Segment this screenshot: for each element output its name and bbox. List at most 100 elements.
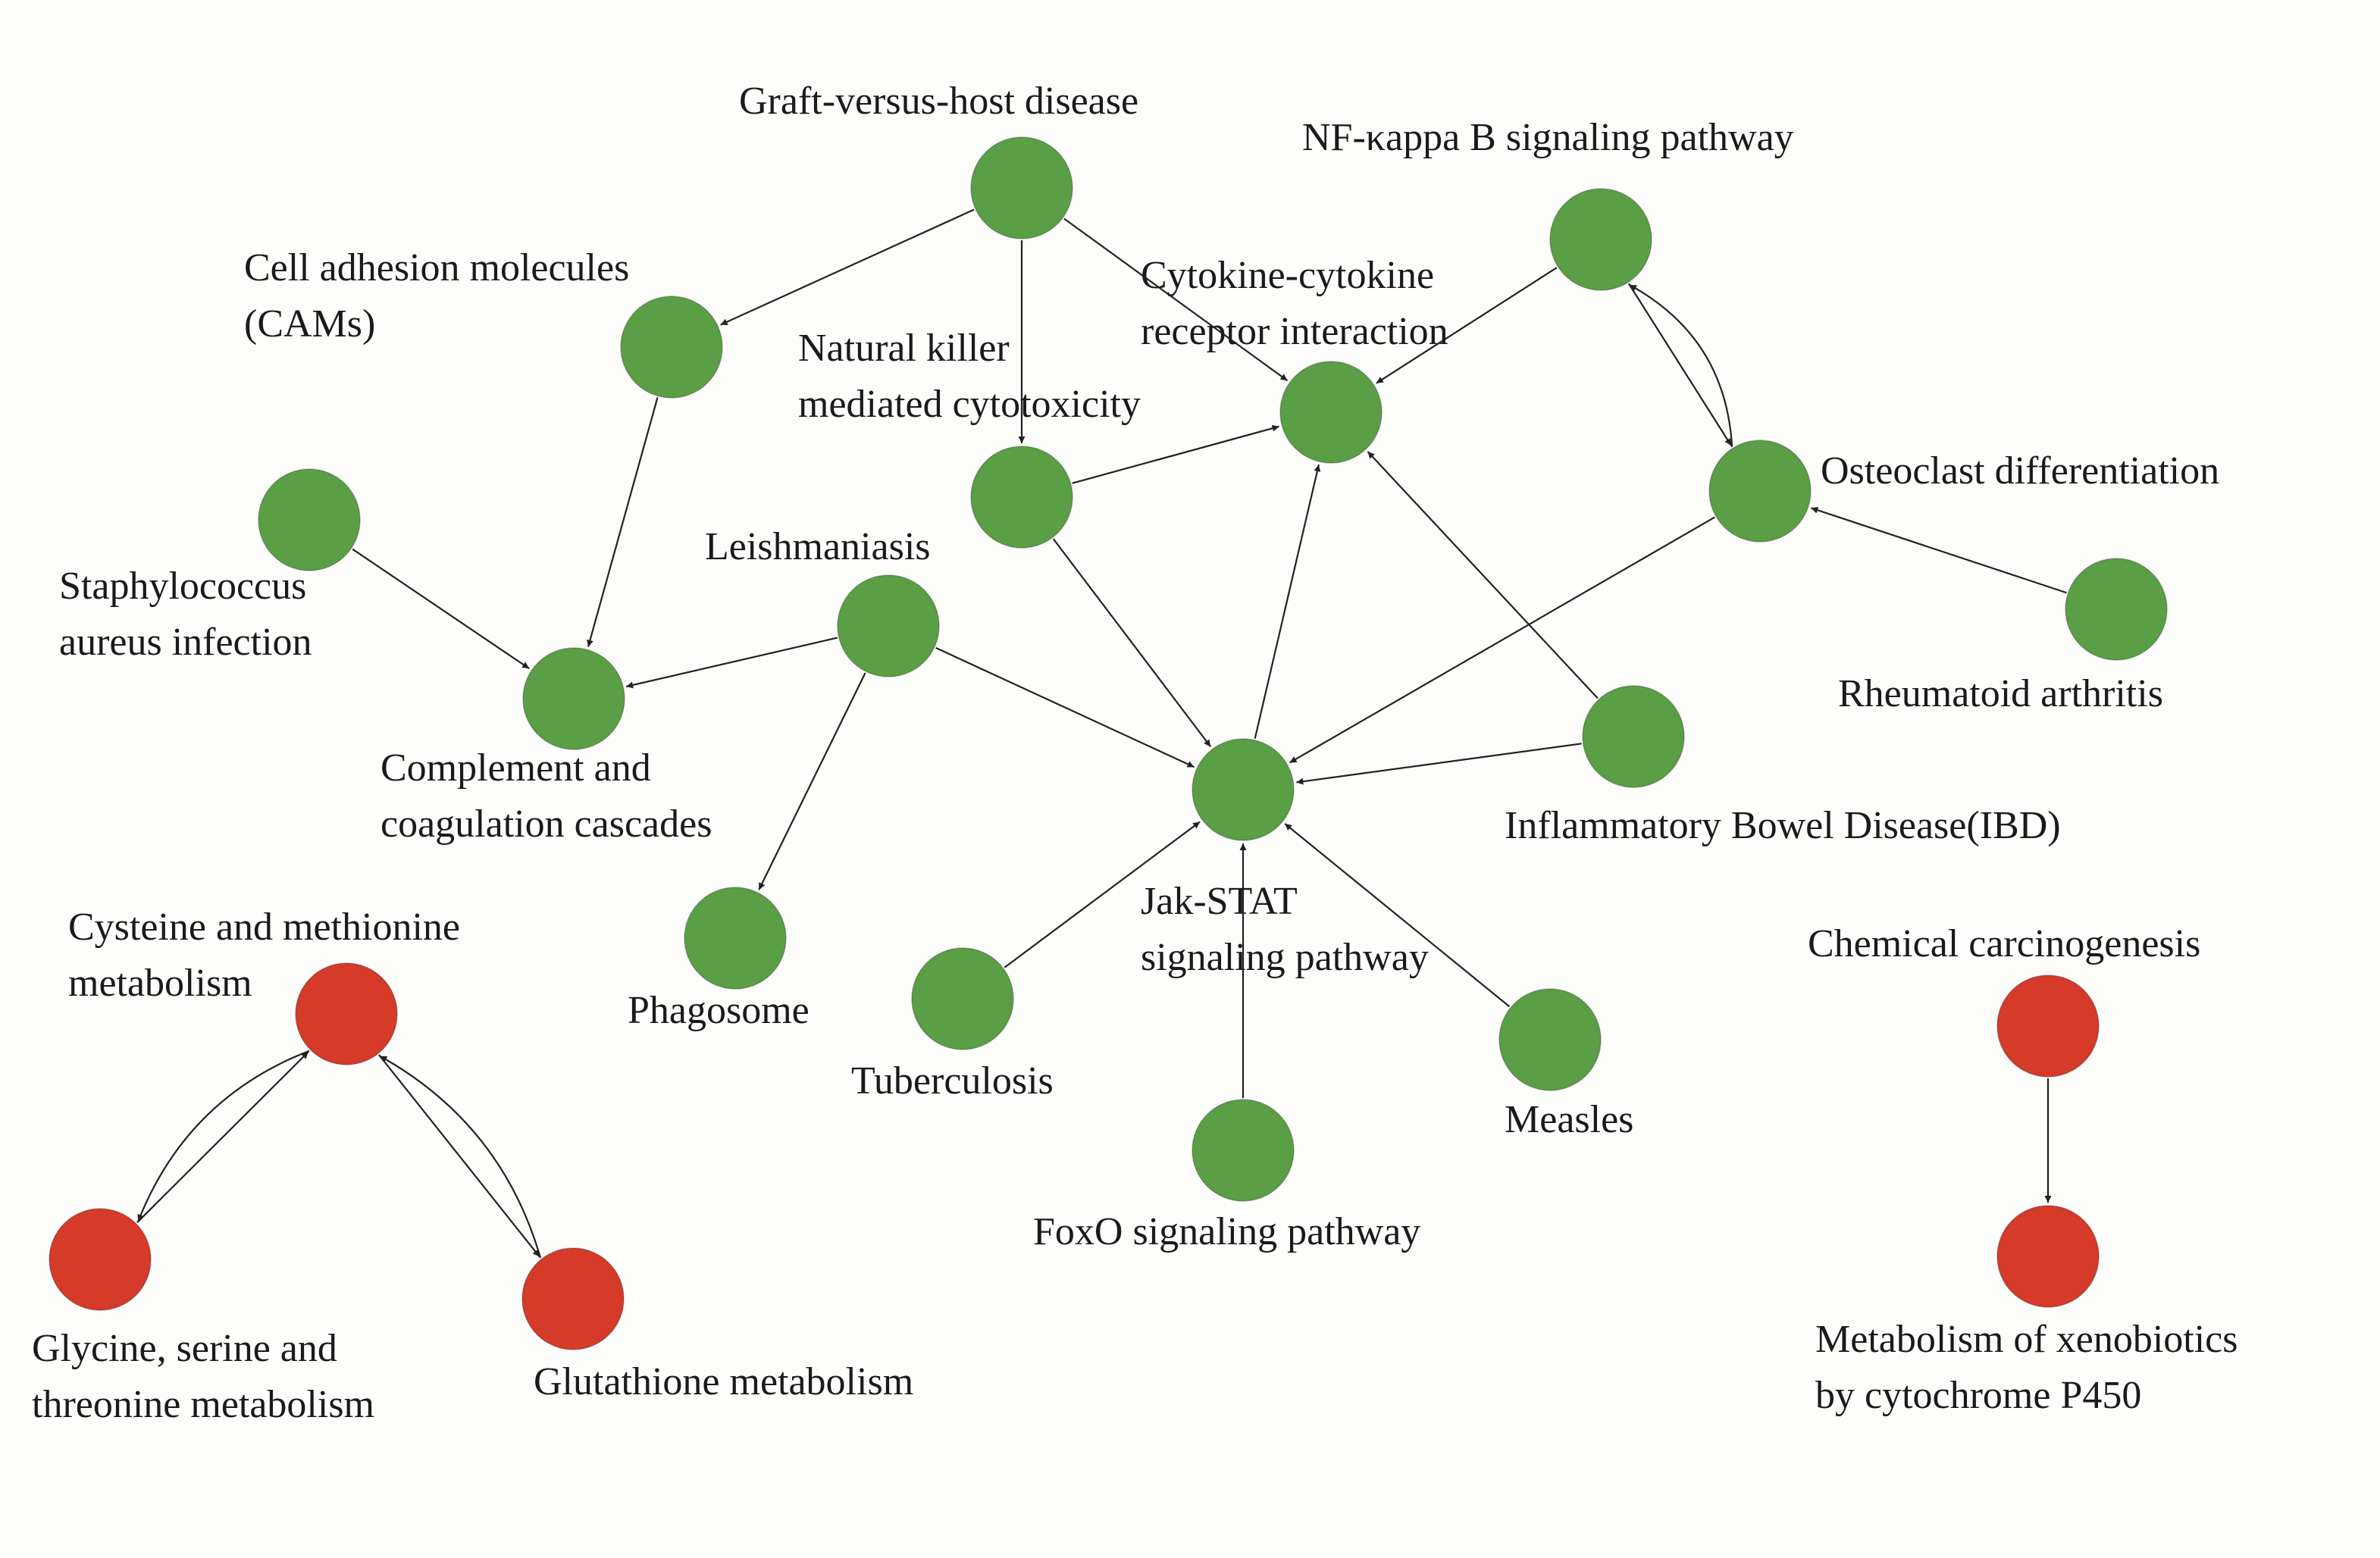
node-label-ra: Rheumatoid arthritis xyxy=(1838,672,2163,715)
node-label-gly: Glycine, serine and threonine metabolism xyxy=(32,1327,374,1426)
edge-nk-to-cytokine xyxy=(1072,424,1279,484)
edge-gly-to-cysmet xyxy=(136,1051,309,1224)
node-label-line: Graft-versus-host disease xyxy=(739,80,1138,123)
node-label-line: mediated cytotoxicity xyxy=(798,383,1141,426)
node-staph[interactable] xyxy=(258,468,361,571)
node-label-measles: Measles xyxy=(1505,1098,1633,1141)
node-label-line: Staphylococcus xyxy=(59,565,306,608)
edge-leish-to-jakstat xyxy=(935,646,1195,768)
node-label-line: by cytochrome P450 xyxy=(1815,1374,2141,1417)
node-label-line: Measles xyxy=(1505,1098,1633,1141)
edge-tb-to-jakstat xyxy=(1004,821,1201,968)
nodes-layer xyxy=(49,136,2168,1350)
node-label-line: metabolism xyxy=(68,962,252,1005)
edge-osteo-to-nfkb xyxy=(1629,284,1733,447)
edge-ibd-to-cytokine xyxy=(1367,451,1599,699)
node-label-line: Glutathione metabolism xyxy=(534,1360,913,1403)
node-label-line: Osteoclast differentiation xyxy=(1821,449,2219,493)
node-label-line: Metabolism of xenobiotics xyxy=(1815,1318,2238,1361)
edge-ra-to-osteo xyxy=(1811,506,2067,594)
node-phago[interactable] xyxy=(684,887,787,990)
edge-nfkb-to-osteo xyxy=(1627,283,1732,446)
node-nk[interactable] xyxy=(970,446,1073,549)
edge-glut-to-cysmet xyxy=(379,1055,542,1259)
edge-nk-to-jakstat xyxy=(1052,538,1212,748)
node-label-line: Cytokine-cytokine xyxy=(1141,254,1434,297)
node-label-line: aureus infection xyxy=(59,621,312,664)
edge-nfkb-to-cytokine xyxy=(1376,267,1558,384)
edge-leish-to-phago xyxy=(758,672,866,890)
node-label-line: signaling pathway xyxy=(1141,936,1429,979)
node-gly[interactable] xyxy=(49,1208,152,1311)
node-label-line: receptor interaction xyxy=(1141,310,1448,353)
node-label-line: Natural killer xyxy=(798,327,1010,370)
node-ra[interactable] xyxy=(2065,558,2168,661)
node-label-line: Inflammatory Bowel Disease(IBD) xyxy=(1505,804,2061,847)
node-label-complement: Complement and coagulation cascades xyxy=(380,746,712,846)
node-glut[interactable] xyxy=(521,1247,625,1350)
node-label-line: coagulation cascades xyxy=(380,802,712,846)
edge-cysmet-to-glut xyxy=(378,1054,540,1258)
node-label-gvhd: Graft-versus-host disease xyxy=(739,80,1138,123)
node-label-line: Chemical carcinogenesis xyxy=(1808,922,2200,965)
node-ibd[interactable] xyxy=(1582,685,1685,788)
node-complement[interactable] xyxy=(522,647,625,750)
node-label-xeno: Metabolism of xenobiotics by cytochrome P… xyxy=(1815,1318,2238,1417)
node-label-line: Leishmaniasis xyxy=(705,525,931,568)
edge-staph-to-complement xyxy=(352,548,530,670)
node-label-line: Cysteine and methionine xyxy=(68,906,460,949)
edge-gvhd-to-cytokine xyxy=(1063,217,1289,382)
node-leish[interactable] xyxy=(837,574,940,677)
node-label-nk: Natural killer mediated cytotoxicity xyxy=(798,327,1141,426)
node-chemcarc[interactable] xyxy=(1996,975,2100,1078)
node-label-cysmet: Cysteine and methionine metabolism xyxy=(68,906,460,1005)
node-label-phago: Phagosome xyxy=(628,989,810,1032)
node-label-glut: Glutathione metabolism xyxy=(534,1360,913,1403)
node-label-line: Complement and xyxy=(380,746,651,790)
node-cytokine[interactable] xyxy=(1279,361,1383,464)
node-label-nfkb: NF-κappa B signaling pathway xyxy=(1302,116,1794,159)
node-label-line: Phagosome xyxy=(628,989,810,1032)
edge-ibd-to-jakstat xyxy=(1296,743,1582,785)
node-xeno[interactable] xyxy=(1996,1205,2100,1308)
edge-jakstat-to-cytokine xyxy=(1254,464,1321,740)
node-label-cytokine: Cytokine-cytokine receptor interaction xyxy=(1141,254,1448,353)
edges-layer xyxy=(136,208,2067,1259)
node-nfkb[interactable] xyxy=(1549,188,1652,291)
edge-measles-to-jakstat xyxy=(1284,822,1511,1008)
node-label-tb: Tuberculosis xyxy=(851,1059,1054,1103)
edge-osteo-to-jakstat xyxy=(1289,516,1715,764)
edge-cysmet-to-gly xyxy=(137,1050,310,1222)
node-label-line: NF-κappa B signaling pathway xyxy=(1302,116,1794,159)
node-label-foxo: FoxO signaling pathway xyxy=(1033,1210,1420,1253)
node-cams[interactable] xyxy=(620,296,723,399)
node-label-line: (CAMs) xyxy=(244,302,375,346)
node-label-chemcarc: Chemical carcinogenesis xyxy=(1808,922,2200,965)
edge-gvhd-to-cams xyxy=(720,208,975,326)
node-label-jakstat: Jak-STAT signaling pathway xyxy=(1141,880,1429,979)
node-cysmet[interactable] xyxy=(295,962,398,1065)
node-label-line: Cell adhesion molecules xyxy=(244,246,629,289)
node-label-osteo: Osteoclast differentiation xyxy=(1821,449,2219,493)
node-label-leish: Leishmaniasis xyxy=(705,525,931,568)
node-gvhd[interactable] xyxy=(970,136,1073,239)
node-label-staph: Staphylococcus aureus infection xyxy=(59,565,312,664)
node-label-line: Jak-STAT xyxy=(1141,880,1298,923)
node-label-line: threonine metabolism xyxy=(32,1383,374,1426)
node-label-ibd: Inflammatory Bowel Disease(IBD) xyxy=(1505,804,2061,847)
node-measles[interactable] xyxy=(1498,988,1602,1091)
node-label-line: FoxO signaling pathway xyxy=(1033,1210,1420,1253)
node-foxo[interactable] xyxy=(1192,1099,1295,1202)
edge-cams-to-complement xyxy=(587,397,659,647)
node-label-line: Tuberculosis xyxy=(851,1059,1054,1103)
node-label-cams: Cell adhesion molecules (CAMs) xyxy=(244,246,629,346)
node-osteo[interactable] xyxy=(1708,440,1812,543)
edge-leish-to-complement xyxy=(625,637,838,689)
node-jakstat[interactable] xyxy=(1192,738,1295,841)
node-label-line: Glycine, serine and xyxy=(32,1327,337,1370)
node-label-line: Rheumatoid arthritis xyxy=(1838,672,2163,715)
node-tb[interactable] xyxy=(911,947,1014,1050)
